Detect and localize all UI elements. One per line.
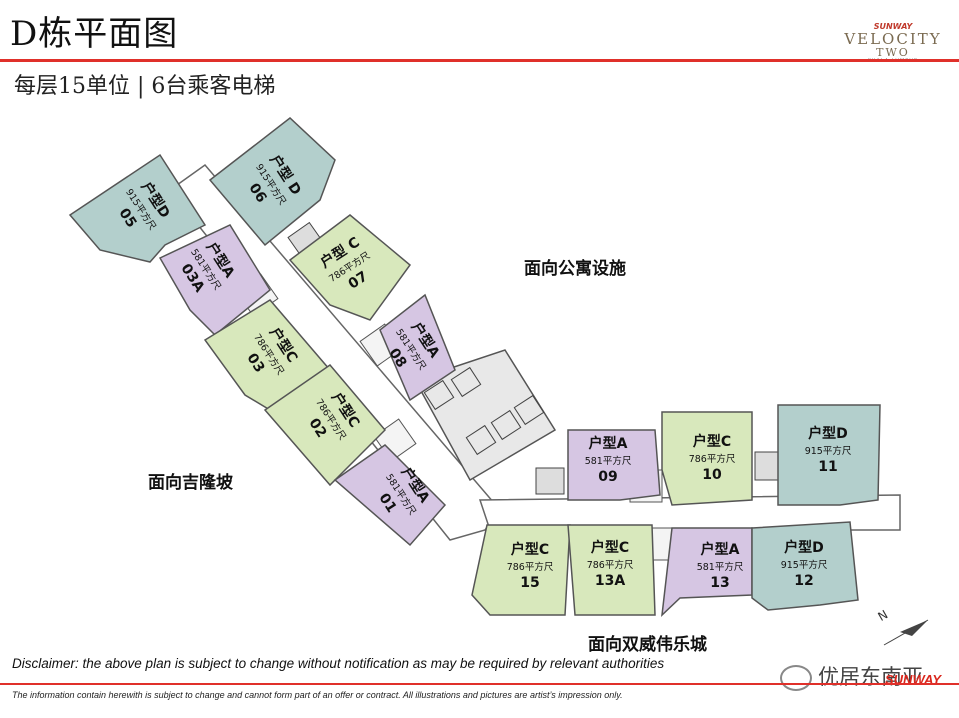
unit-label-09: 户型A 581平方尺 09 — [585, 435, 632, 485]
logo-suffix: TWO — [876, 46, 910, 59]
unit-type: 户型D — [808, 425, 848, 442]
unit-area: 786平方尺 — [507, 561, 554, 573]
wechat-icon — [780, 665, 812, 691]
unit-type: 户型D — [784, 539, 824, 556]
stair-icon — [535, 467, 565, 495]
header-divider — [0, 59, 959, 62]
footer-divider — [0, 683, 959, 685]
stair-icon — [754, 451, 780, 481]
unit-01 — [333, 444, 447, 547]
unit-13A — [567, 524, 656, 616]
unit-03A — [158, 224, 271, 337]
unit-area: 786平方尺 — [689, 453, 736, 465]
unit-type: 户型C — [693, 433, 731, 450]
orientation-facilities: 面向公寓设施 — [524, 258, 626, 279]
unit-label-13A: 户型C 786平方尺 13A — [587, 539, 634, 589]
watermark-text: 优居东南亚 — [818, 665, 923, 689]
unit-number: 13 — [710, 575, 729, 591]
unit-area: 581平方尺 — [697, 561, 744, 573]
watermark: 优居东南亚 — [780, 661, 923, 691]
orientation-kl: 面向吉隆坡 — [148, 472, 233, 493]
unit-08 — [379, 293, 456, 402]
unit-area: 786平方尺 — [587, 559, 634, 571]
unit-area: 915平方尺 — [805, 445, 852, 457]
orientation-twin: 面向双威伟乐城 — [588, 634, 707, 655]
unit-label-11: 户型D 915平方尺 11 — [805, 425, 852, 475]
unit-label-13: 户型A 581平方尺 13 — [697, 541, 744, 591]
compass-label: N — [876, 607, 891, 624]
unit-05 — [68, 153, 207, 263]
unit-number: 15 — [520, 575, 539, 591]
page-subtitle: 每层15单位 | 6台乘客电梯 — [14, 74, 276, 99]
unit-10 — [661, 411, 753, 506]
unit-area: 581平方尺 — [585, 455, 632, 467]
unit-label-12: 户型D 915平方尺 12 — [781, 539, 828, 589]
unit-12 — [751, 521, 859, 611]
lift-icons — [423, 366, 545, 456]
unit-06 — [208, 117, 336, 247]
unit-area: 915平方尺 — [781, 559, 828, 571]
unit-number: 12 — [794, 573, 813, 589]
unit-number: 13A — [595, 573, 625, 589]
unit-02 — [263, 363, 387, 487]
unit-07 — [288, 214, 412, 321]
unit-type: 户型C — [511, 541, 549, 558]
unit-number: 09 — [598, 469, 617, 485]
logo-name: VELOCITY — [844, 30, 942, 48]
unit-label-10: 户型C 786平方尺 10 — [689, 433, 736, 483]
unit-type: 户型A — [701, 541, 740, 558]
north-arrow-icon: N — [876, 607, 929, 646]
unit-type: 户型C — [591, 539, 629, 556]
logo-brand: SUNWAY — [873, 22, 913, 31]
unit-09 — [567, 429, 661, 501]
lift-lobby — [413, 349, 557, 482]
footnote: The information contain herewith is subj… — [12, 690, 623, 700]
unit-13 — [661, 527, 753, 617]
unit-number: 10 — [702, 467, 722, 483]
unit-type: 户型A — [589, 435, 628, 452]
disclaimer: Disclaimer: the above plan is subject to… — [12, 656, 665, 671]
unit-15 — [471, 524, 571, 616]
page-title: D栋平面图 — [10, 14, 179, 54]
unit-label-15: 户型C 786平方尺 15 — [507, 541, 554, 591]
unit-number: 11 — [818, 459, 837, 475]
unit-11 — [777, 404, 881, 506]
